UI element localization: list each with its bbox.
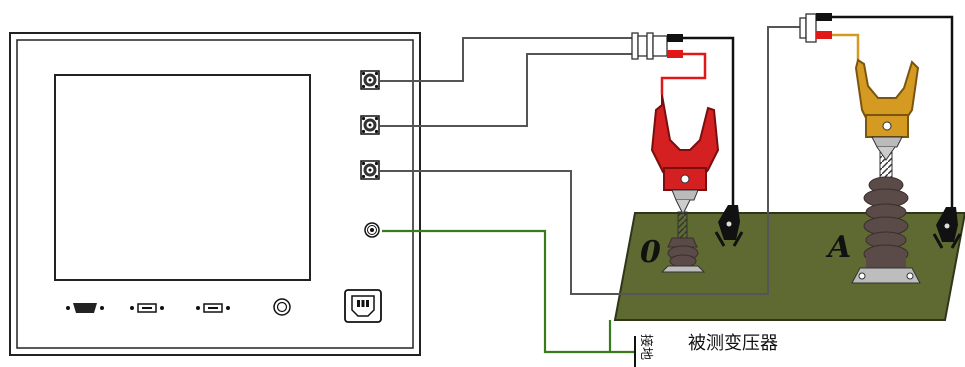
usb-port-1-icon (130, 303, 164, 313)
yellow-lead-right (832, 33, 860, 60)
terminal-label-a: A (825, 230, 851, 265)
device-under-test-label: 被测变压器 (688, 333, 778, 354)
serial-port-icon (66, 303, 104, 313)
power-socket-icon (344, 289, 382, 323)
bnc-connector-1 (360, 70, 380, 90)
yellow-clamp (854, 58, 920, 161)
bnc-connector-2 (360, 115, 380, 135)
signal-cables (380, 26, 804, 295)
instrument-screen (54, 74, 311, 281)
black-clip-right (932, 207, 962, 249)
red-lead-left (660, 52, 707, 95)
red-clamp (650, 94, 720, 216)
black-clip-left (714, 205, 744, 247)
cable-3 (380, 26, 804, 295)
test-instrument (9, 32, 421, 356)
bushing-a (851, 144, 921, 284)
black-lead-left (683, 36, 735, 210)
cable-1 (380, 37, 632, 82)
ground-label: 接地 (638, 334, 654, 360)
cable-2 (380, 53, 632, 127)
bnc-connector-3 (360, 160, 380, 180)
ground-cable (382, 229, 635, 354)
cable-connector-left (631, 32, 683, 60)
power-button-icon (273, 298, 291, 316)
ground-terminal (364, 222, 380, 238)
terminal-label-0: 0 (640, 235, 661, 270)
usb-port-2-icon (196, 303, 230, 313)
bushing-0 (660, 211, 706, 273)
black-lead-right (832, 15, 954, 212)
cable-connector-right (799, 13, 832, 43)
